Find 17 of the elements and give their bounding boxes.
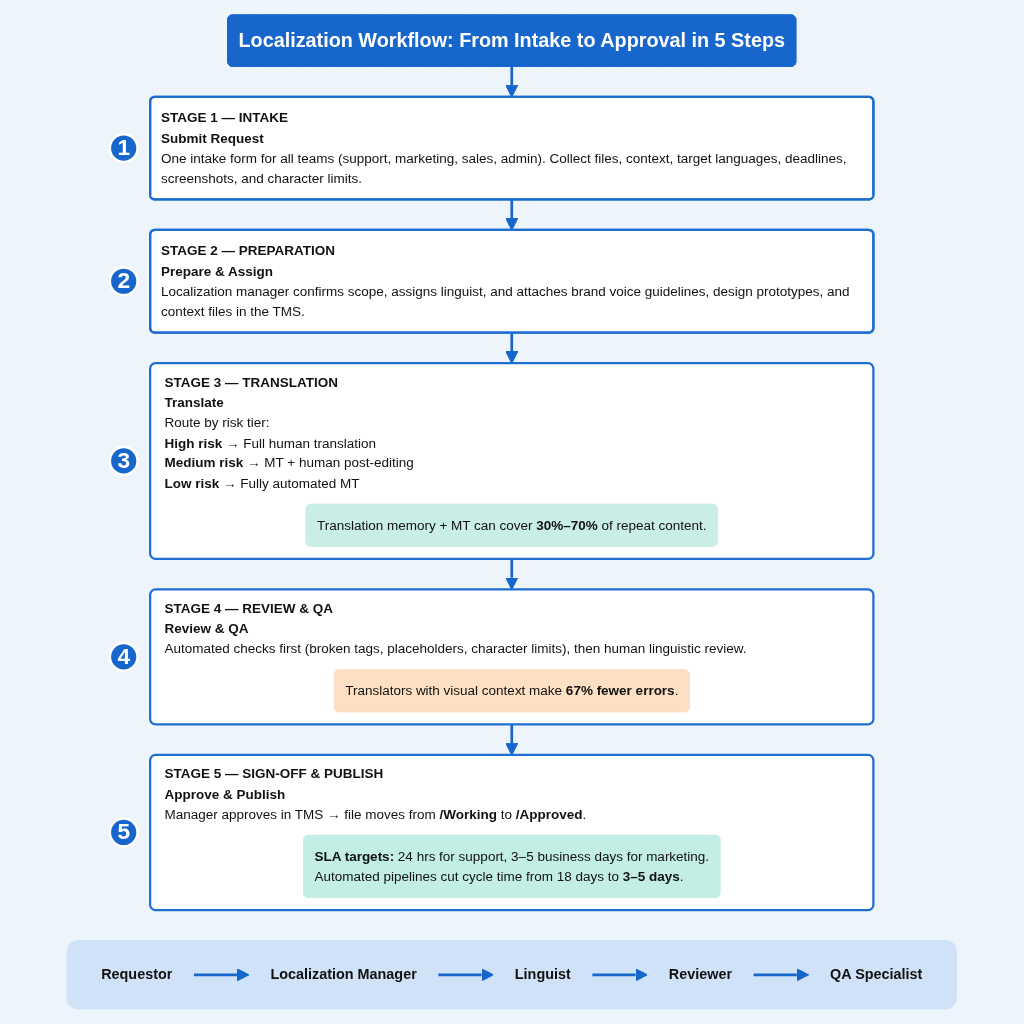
arrow bbox=[438, 968, 495, 982]
node-circle: 3 bbox=[108, 445, 140, 477]
node-text: Reviewer bbox=[669, 966, 733, 983]
node-text: Requestor bbox=[101, 966, 173, 983]
arrow bbox=[194, 968, 250, 982]
node-circle: 4 bbox=[108, 641, 140, 672]
arrow bbox=[592, 968, 649, 982]
node-circle: 1 bbox=[108, 133, 140, 164]
node-circle: 5 bbox=[108, 817, 140, 848]
node-circle: 2 bbox=[108, 266, 140, 297]
node-text: QA Specialist bbox=[830, 966, 923, 983]
node-text: Linguist bbox=[515, 966, 572, 983]
arrow bbox=[505, 332, 519, 364]
arrow bbox=[753, 968, 810, 982]
cluster bbox=[66, 940, 958, 1010]
arrow bbox=[505, 558, 519, 590]
node-text: Localization Manager bbox=[270, 966, 417, 983]
